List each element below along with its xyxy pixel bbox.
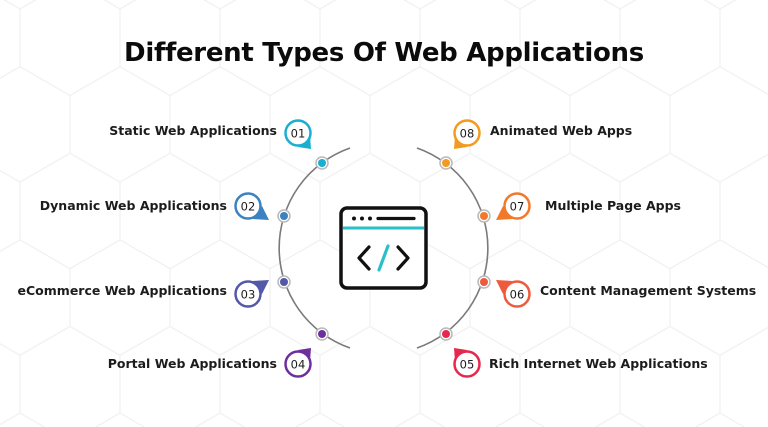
dot-02 xyxy=(277,209,291,223)
label-content-management-systems: Content Management Systems xyxy=(540,283,757,298)
label-rich-internet-web-applications: Rich Internet Web Applications xyxy=(489,356,708,371)
svg-text:04: 04 xyxy=(291,358,306,372)
svg-text:02: 02 xyxy=(241,200,256,214)
badge-03: 03 xyxy=(234,280,269,308)
dot-01 xyxy=(315,156,329,170)
badge-08: 08 xyxy=(453,119,481,149)
label-multiple-page-apps: Multiple Page Apps xyxy=(545,198,681,213)
svg-text:01: 01 xyxy=(291,127,306,141)
badge-04: 04 xyxy=(284,348,312,378)
svg-text:06: 06 xyxy=(510,288,525,302)
svg-text:03: 03 xyxy=(241,288,256,302)
label-ecommerce-web-applications: eCommerce Web Applications xyxy=(17,283,227,298)
dot-07 xyxy=(477,209,491,223)
dot-04 xyxy=(315,327,329,341)
svg-text:08: 08 xyxy=(460,127,475,141)
page-title: Different Types Of Web Applications xyxy=(124,38,644,68)
label-dynamic-web-applications: Dynamic Web Applications xyxy=(39,198,227,213)
dot-06 xyxy=(477,275,491,289)
badge-02: 02 xyxy=(234,192,269,220)
badge-07: 07 xyxy=(496,192,531,220)
dot-05 xyxy=(439,327,453,341)
badge-05: 05 xyxy=(453,348,481,378)
svg-text:05: 05 xyxy=(460,358,475,372)
badge-06: 06 xyxy=(496,280,531,308)
svg-text:07: 07 xyxy=(510,200,525,214)
label-static-web-applications: Static Web Applications xyxy=(109,123,277,138)
label-animated-web-apps: Animated Web Apps xyxy=(490,123,633,138)
dot-08 xyxy=(439,156,453,170)
label-portal-web-applications: Portal Web Applications xyxy=(107,356,277,371)
dot-03 xyxy=(277,275,291,289)
code-window-icon xyxy=(339,206,428,290)
badge-01: 01 xyxy=(284,119,312,149)
